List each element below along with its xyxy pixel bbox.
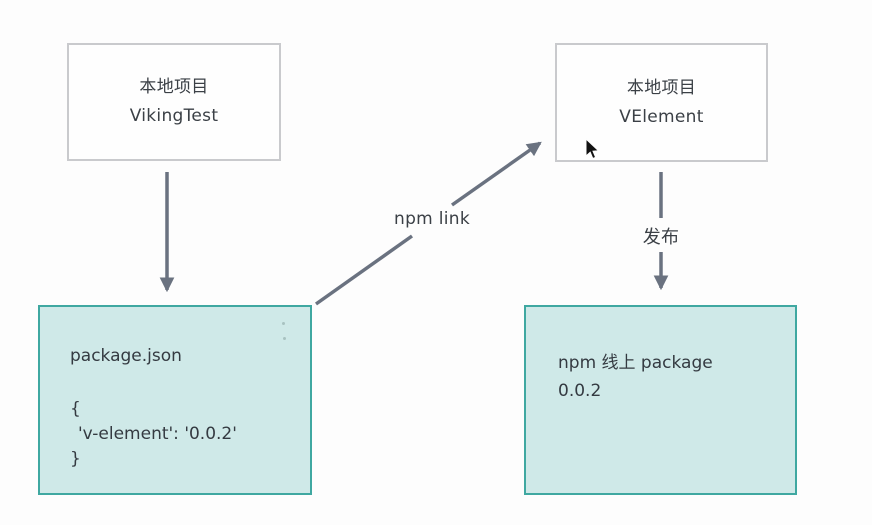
node-local-project-velement: 本地项目 VElement (555, 43, 768, 162)
node-name: VikingTest (129, 106, 219, 126)
node-local-project-vikingtest: 本地项目 VikingTest (67, 43, 281, 161)
code-dependency-entry: 'v-element': '0.0.2' (78, 424, 237, 444)
publish-label: 发布 (642, 227, 680, 248)
node-label: 本地项目 (626, 77, 697, 98)
code-brace-open: { (70, 399, 81, 419)
node-npm-online-package: npm 线上 package 0.0.2 (524, 305, 797, 495)
node-package-json: package.json { 'v-element': '0.0.2' } (38, 305, 312, 495)
node-label: 本地项目 (139, 77, 209, 97)
node-name: VElement (619, 106, 704, 127)
package-json-title: package.json (70, 346, 182, 366)
mouse-cursor-icon (585, 138, 600, 160)
code-brace-close: } (70, 449, 81, 469)
npm-package-label: npm 线上 package (558, 353, 713, 373)
faint-dots-artifact (282, 322, 285, 325)
npm-link-label: npm link (394, 209, 470, 229)
npm-package-version: 0.0.2 (558, 381, 602, 401)
